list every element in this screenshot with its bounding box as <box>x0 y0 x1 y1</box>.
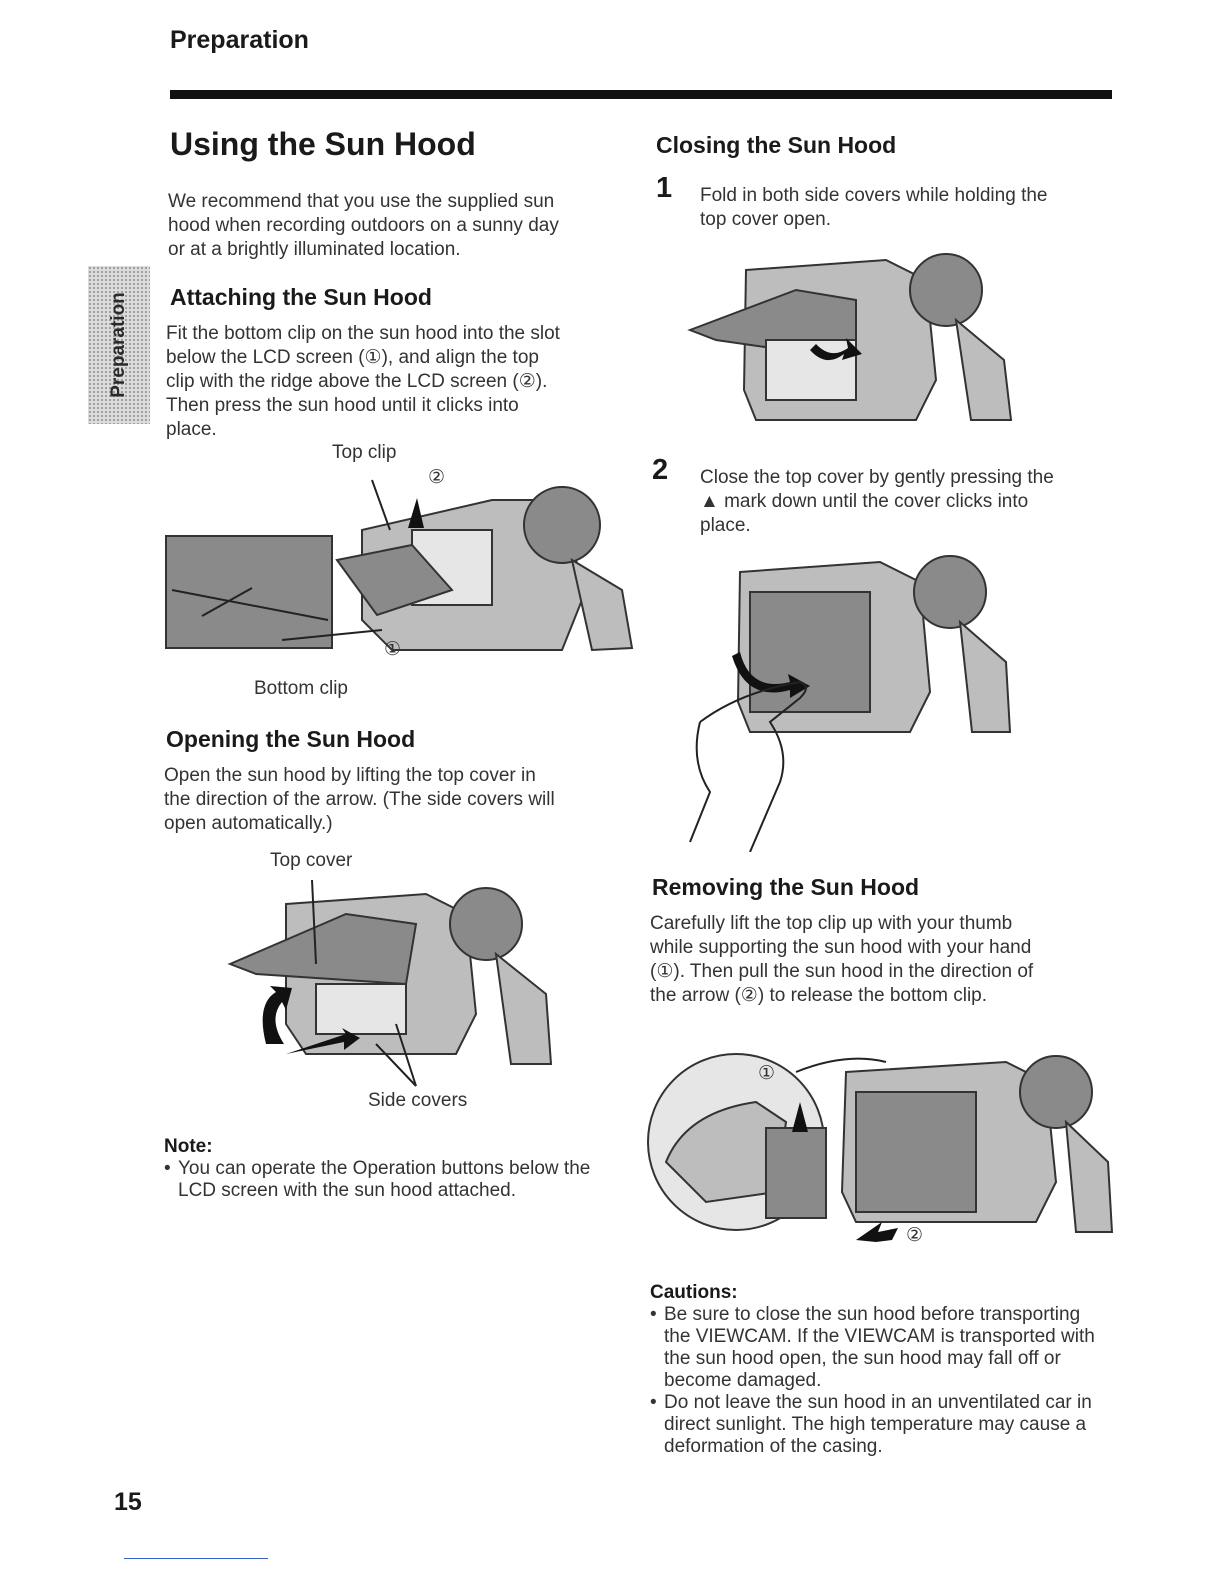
curved-arrow-icon <box>262 986 292 1044</box>
top-cover <box>227 912 418 986</box>
step-1-line: top cover open. <box>700 209 831 230</box>
close-arrow-icon <box>732 652 810 698</box>
intro-line: hood when recording outdoors on a sunny … <box>168 215 559 236</box>
lens <box>523 486 601 564</box>
opening-line: the direction of the arrow. (The side co… <box>164 789 555 810</box>
removing-paragraph: Carefully lift the top clip up with your… <box>650 912 1120 1008</box>
opening-paragraph: Open the sun hood by lifting the top cov… <box>164 764 634 836</box>
fold-arrow-icon <box>810 338 862 361</box>
curved-arrow-icon <box>286 1028 360 1054</box>
opening-heading: Opening the Sun Hood <box>166 726 416 752</box>
note-title: Note: <box>164 1136 213 1157</box>
side-covers-label: Side covers <box>368 1090 468 1111</box>
attaching-line: place. <box>166 419 217 440</box>
lcd-screen <box>315 983 407 1035</box>
page-number: 15 <box>114 1488 142 1516</box>
hand-strap <box>1064 1119 1114 1233</box>
step-1-line: Fold in both side covers while holding t… <box>700 185 1048 206</box>
step-2-line: ▲ mark down until the cover clicks into <box>700 491 1029 512</box>
hand-strap <box>494 951 553 1065</box>
removing-heading: Removing the Sun Hood <box>652 874 920 900</box>
removing-line: while supporting the sun hood with your … <box>650 937 1032 958</box>
sun-hood <box>335 543 454 617</box>
note-list: You can operate the Operation buttons be… <box>164 1158 630 1202</box>
closing-step2-illustration <box>689 555 1012 852</box>
removing-line: Carefully lift the top clip up with your… <box>650 913 1013 934</box>
bottom-clip-label: Bottom clip <box>254 678 348 699</box>
top-clip-label: Top clip <box>332 442 397 463</box>
footer-link-line <box>124 1558 268 1559</box>
opening-line: open automatically.) <box>164 813 333 834</box>
attaching-heading: Attaching the Sun Hood <box>170 284 432 310</box>
step-2-line: place. <box>700 515 751 536</box>
detail-inset <box>165 535 333 649</box>
lens <box>449 887 523 961</box>
sun-hood <box>855 1091 977 1213</box>
attaching-paragraph: Fit the bottom clip on the sun hood into… <box>166 322 636 442</box>
step-2-number: 2 <box>652 454 669 486</box>
closing-step1-illustration <box>687 253 1013 421</box>
caution-item: Do not leave the sun hood in an unventil… <box>650 1392 1106 1458</box>
attaching-illustration <box>165 479 634 652</box>
marker-2: ② <box>906 1225 924 1246</box>
hand-strap <box>958 619 1012 733</box>
hand-strap <box>954 317 1013 421</box>
section-header: Preparation <box>170 26 309 54</box>
top-cover-label: Top cover <box>270 850 353 871</box>
closed-sun-hood <box>749 591 871 713</box>
opening-line: Open the sun hood by lifting the top cov… <box>164 765 536 786</box>
attaching-line: Then press the sun hood until it clicks … <box>166 395 519 416</box>
lens <box>1019 1055 1093 1129</box>
intro-line: or at a brightly illuminated location. <box>168 239 461 260</box>
attaching-line: below the LCD screen (①), and align the … <box>166 347 539 368</box>
step-1-number: 1 <box>656 172 673 204</box>
opening-illustration <box>227 879 553 1087</box>
removing-illustration <box>647 1053 1114 1242</box>
side-tab: Preparation <box>88 266 150 424</box>
cautions-list: Be sure to close the sun hood before tra… <box>650 1304 1106 1458</box>
page-title: Using the Sun Hood <box>170 126 476 162</box>
step-2-line: Close the top cover by gently pressing t… <box>700 467 1054 488</box>
attaching-line: clip with the ridge above the LCD screen… <box>166 371 548 392</box>
closing-heading: Closing the Sun Hood <box>656 132 897 158</box>
lens <box>909 253 983 327</box>
intro-paragraph: We recommend that you use the supplied s… <box>168 190 628 262</box>
step-2-text: Close the top cover by gently pressing t… <box>700 466 1120 538</box>
hand-strap <box>570 557 634 652</box>
up-arrow-icon <box>792 1102 808 1132</box>
intro-line: We recommend that you use the supplied s… <box>168 191 555 212</box>
marker-1: ① <box>384 639 402 660</box>
removing-line: (①). Then pull the sun hood in the direc… <box>650 961 1034 982</box>
up-arrow-icon <box>408 498 424 528</box>
pull-arrow-icon <box>856 1222 898 1242</box>
lens <box>913 555 987 629</box>
header-rule <box>170 90 1112 99</box>
caution-item: Be sure to close the sun hood before tra… <box>650 1304 1106 1392</box>
marker-1: ① <box>758 1063 776 1084</box>
attaching-line: Fit the bottom clip on the sun hood into… <box>166 323 560 344</box>
side-tab-label: Preparation <box>108 292 129 398</box>
cautions-title: Cautions: <box>650 1282 738 1303</box>
marker-2: ② <box>428 467 446 488</box>
note-item: You can operate the Operation buttons be… <box>164 1158 630 1202</box>
hand-drawing <box>699 680 807 852</box>
step-1-text: Fold in both side covers while holding t… <box>700 184 1120 232</box>
removing-line: the arrow (②) to release the bottom clip… <box>650 985 988 1006</box>
